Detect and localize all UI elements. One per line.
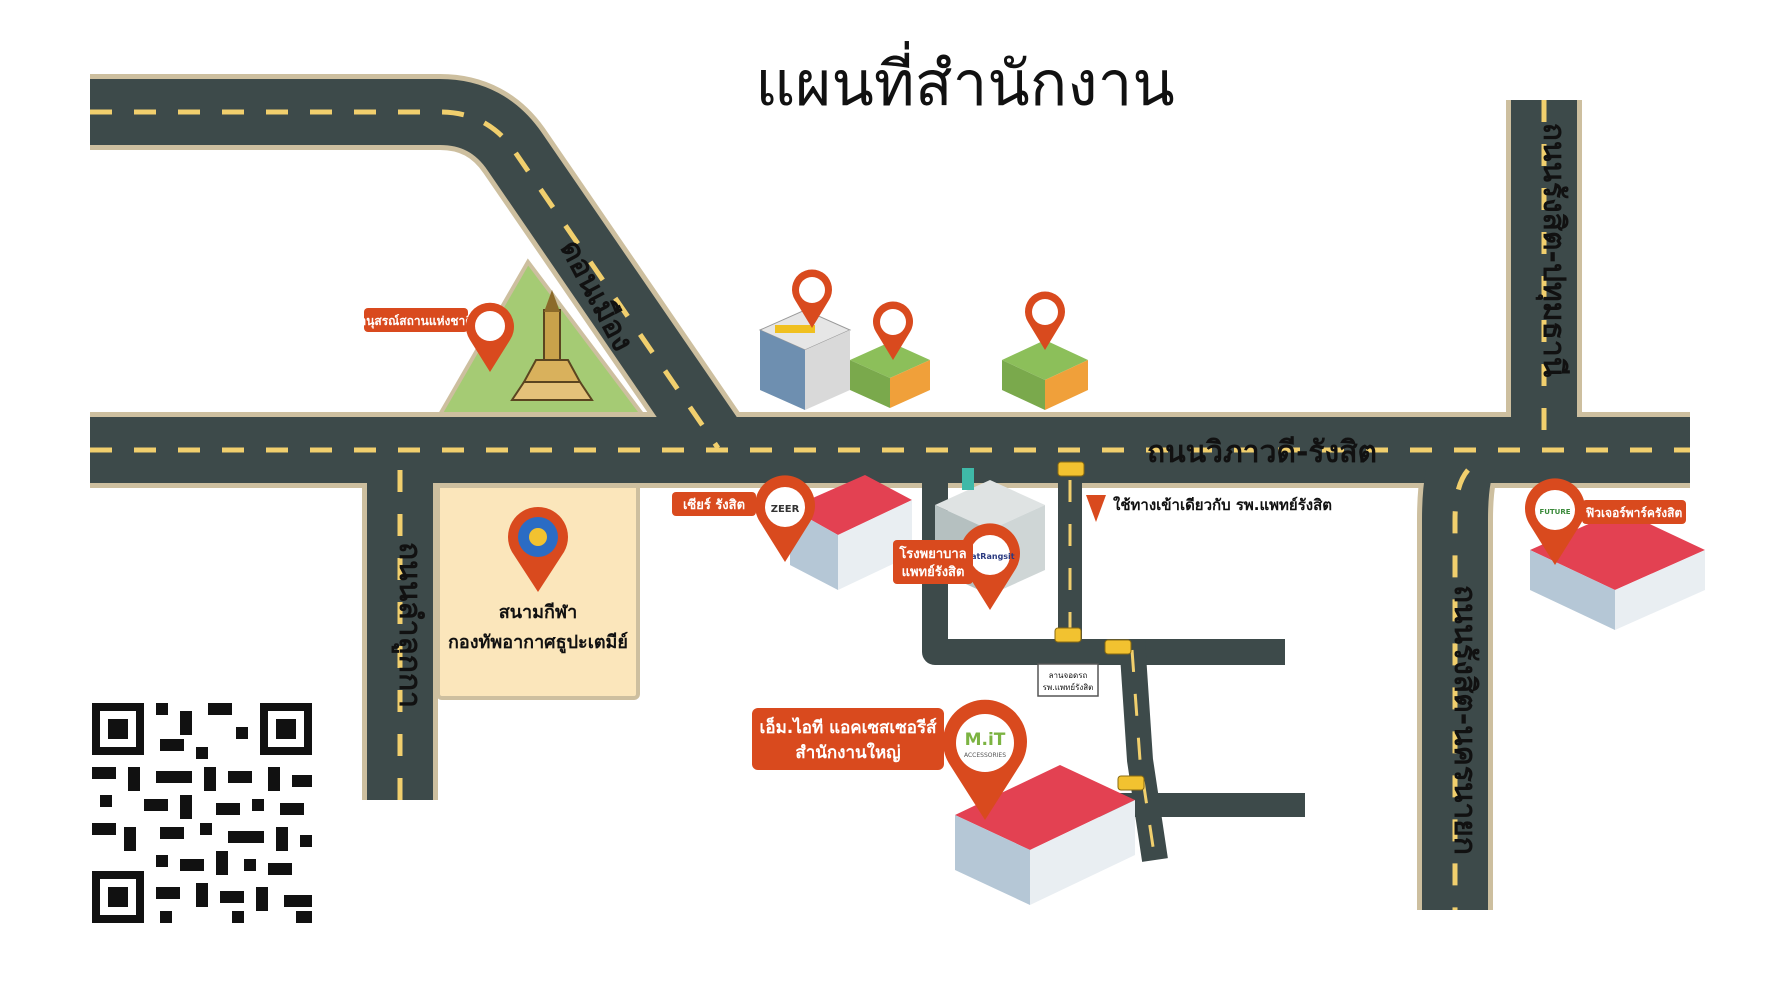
zeer-label: เซียร์ รังสิต bbox=[672, 492, 756, 516]
svg-text:ลานจอดรถ: ลานจอดรถ bbox=[1049, 671, 1088, 680]
parking-sign: ลานจอดรถ รพ.แพทย์รังสิต bbox=[1037, 663, 1099, 697]
down-arrow-icon bbox=[1086, 495, 1106, 522]
road-label-rangsit-nayok: ถนนรังสิต-นครนายก bbox=[1447, 585, 1482, 855]
svg-text:สำนักงานใหญ่: สำนักงานใหญ่ bbox=[795, 742, 900, 763]
svg-text:อนุสรณ์สถานแห่งชาติ: อนุสรณ์สถานแห่งชาติ bbox=[359, 314, 473, 329]
monument-label: อนุสรณ์สถานแห่งชาติ bbox=[359, 308, 473, 332]
svg-text:M.iT: M.iT bbox=[965, 730, 1006, 750]
mit-label: เอ็ม.ไอที แอคเซสเซอรีส์ สำนักงานใหญ่ bbox=[752, 708, 944, 770]
stadium-label-line1: สนามกีฬา bbox=[499, 602, 578, 623]
mit-pin-icon: M.iT ACCESSORIES bbox=[943, 699, 1027, 820]
svg-text:ACCESSORIES: ACCESSORIES bbox=[964, 752, 1006, 759]
future-park-label: ฟิวเจอร์พาร์ครังสิต bbox=[1582, 500, 1686, 524]
lane-markings bbox=[90, 100, 1690, 910]
svg-text:โรงพยาบาล: โรงพยาบาล bbox=[898, 545, 966, 562]
monument-pin-icon bbox=[466, 302, 514, 372]
hospital-label: โรงพยาบาล แพทย์รังสิต bbox=[893, 540, 973, 584]
future-park-pin-icon: FUTURE bbox=[1525, 478, 1586, 565]
shop-building-icon bbox=[850, 342, 930, 408]
hospital-pin-icon: patRangsit bbox=[960, 523, 1020, 610]
svg-text:ฟิวเจอร์พาร์ครังสิต: ฟิวเจอร์พาร์ครังสิต bbox=[1586, 506, 1683, 520]
monument-icon bbox=[510, 290, 594, 401]
entrance-note: ใช้ทางเข้าเดียวกับ รพ.แพทย์รังสิต bbox=[1113, 496, 1332, 514]
svg-text:แพทย์รังสิต: แพทย์รังสิต bbox=[902, 564, 965, 580]
page-title: แผนที่สำนักงาน bbox=[755, 41, 1175, 120]
road-label-rangsit-pathum: ถนนรังสิต-ปทุมธานี bbox=[1535, 123, 1571, 378]
zeer-pin-icon: ZEER bbox=[755, 475, 815, 562]
mit-building-icon bbox=[955, 765, 1135, 905]
road-label-vibhavadi: ถนนวิภาวดี-รังสิต bbox=[1147, 435, 1377, 470]
svg-text:FUTURE: FUTURE bbox=[1539, 508, 1570, 516]
road-label-lam-luk-ka: ถนนลำลูกกา bbox=[391, 542, 427, 708]
shop-pin-icons bbox=[792, 269, 1065, 360]
office-building-icon bbox=[758, 309, 852, 410]
svg-text:รพ.แพทย์รังสิต: รพ.แพทย์รังสิต bbox=[1043, 682, 1094, 692]
svg-text:เอ็ม.ไอที แอคเซสเซอรีส์: เอ็ม.ไอที แอคเซสเซอรีส์ bbox=[760, 715, 938, 738]
taxi-icons bbox=[1054, 461, 1145, 791]
market-building-icon bbox=[1002, 340, 1088, 410]
qr-code-icon[interactable] bbox=[92, 703, 312, 923]
svg-text:เซียร์ รังสิต: เซียร์ รังสิต bbox=[683, 497, 745, 513]
stadium-pin-icon bbox=[508, 507, 568, 592]
future-park-building-icon bbox=[1530, 510, 1705, 630]
svg-text:patRangsit: patRangsit bbox=[965, 552, 1014, 561]
stadium-label-line2: กองทัพอากาศธูปะเตมีย์ bbox=[448, 631, 628, 654]
svg-text:ZEER: ZEER bbox=[771, 504, 800, 515]
